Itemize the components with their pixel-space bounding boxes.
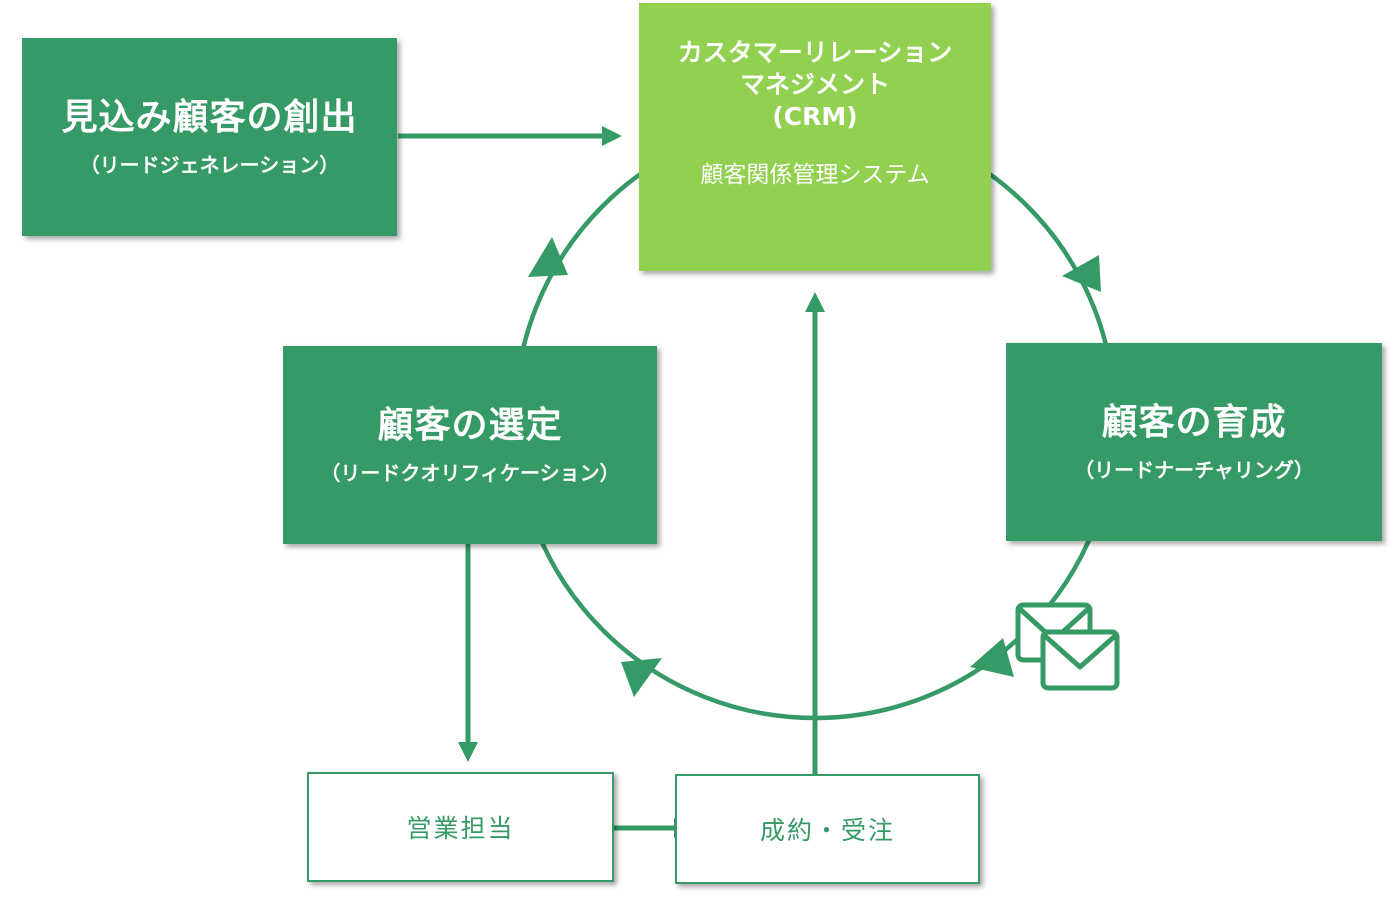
sales-rep-label: 営業担当: [406, 814, 515, 843]
cycle-arrow-to-qualification: [621, 658, 662, 697]
contract-order-box: 成約・受注: [675, 774, 980, 884]
lead-nurturing-title: 顧客の育成: [1101, 401, 1287, 443]
lead-qualification-box: 顧客の選定 （リードクオリフィケーション）: [283, 346, 657, 544]
crm-subtitle: 顧客関係管理システム: [700, 162, 930, 188]
lead-generation-title: 見込み顧客の創出: [61, 96, 358, 138]
crm-title-line1: カスタマーリレーション: [677, 38, 953, 67]
envelope-icon: [1015, 602, 1120, 691]
cycle-arrow-to-email: [970, 638, 1014, 677]
lead-nurturing-box: 顧客の育成 （リードナーチャリング）: [1006, 343, 1382, 541]
lead-nurturing-subtitle: （リードナーチャリング）: [1074, 458, 1314, 483]
lead-qualification-subtitle: （リードクオリフィケーション）: [320, 461, 620, 486]
crm-title-line3: (CRM): [772, 102, 858, 131]
lead-qualification-title: 顧客の選定: [377, 404, 563, 446]
contract-order-label: 成約・受注: [759, 816, 895, 845]
sales-rep-box: 営業担当: [307, 772, 614, 882]
crm-title-line2: マネジメント: [739, 70, 890, 99]
cycle-arrow-to-crm: [528, 237, 568, 277]
lead-generation-subtitle: （リードジェネレーション）: [79, 153, 340, 178]
cycle-arrow-to-nurturing: [1062, 255, 1101, 292]
crm-system-box: カスタマーリレーション マネジメント (CRM) 顧客関係管理システム: [639, 3, 991, 271]
lead-generation-box: 見込み顧客の創出 （リードジェネレーション）: [22, 38, 397, 236]
